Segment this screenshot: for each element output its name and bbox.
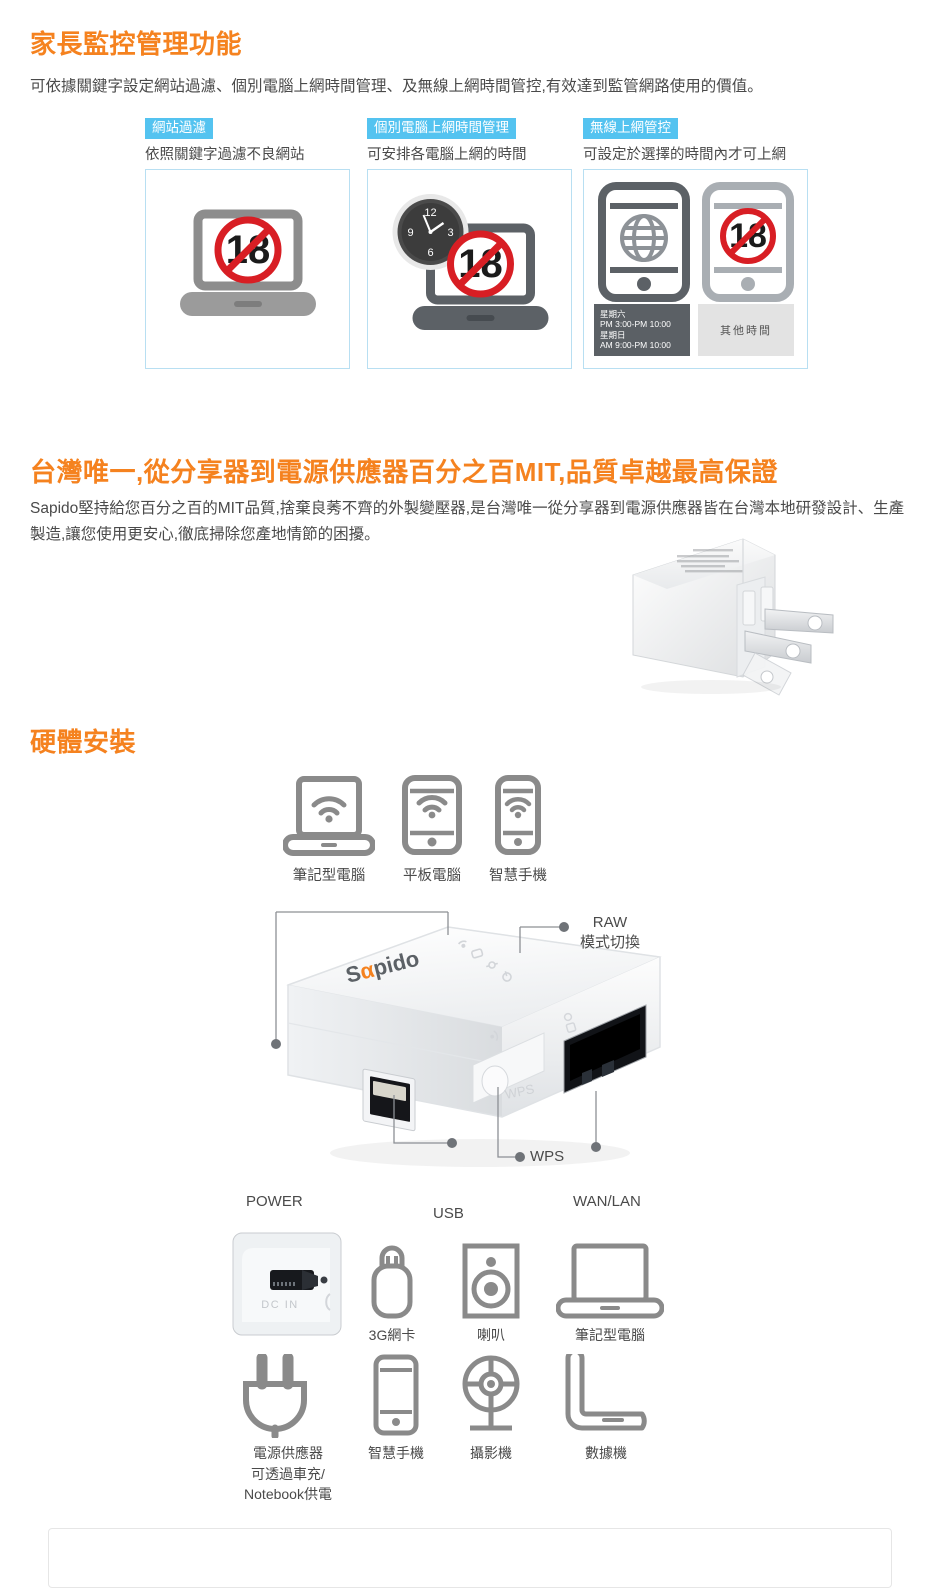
router-photo-with-callouts: Sαpido (271, 911, 662, 1167)
tablet-wifi-icon (402, 775, 462, 855)
panel-website-filter: 網站過濾 依照關鍵字過濾不良網站 18 (145, 118, 350, 369)
accessory-sublabel-1: 可透過車充/ (251, 1465, 325, 1482)
accessory-label: 數據機 (585, 1445, 627, 1461)
accessory-label: 電源供應器 (253, 1445, 323, 1461)
parental-section-title: 家長監控管理功能 (30, 29, 243, 59)
accessory-ip-camera: 攝影機 (456, 1354, 526, 1463)
ip-camera-icon (462, 1355, 520, 1431)
accessory-sublabel-2: Notebook供電 (244, 1485, 332, 1502)
panel-caption: 依照關鍵字過濾不良網站 (145, 146, 305, 163)
svg-text:DC IN: DC IN (261, 1299, 298, 1311)
panel-illustration-box: 18 星期六 PM 3:00-PM 10:00 星期日 AM 9:00-PM 1… (583, 168, 808, 369)
accessory-modem: 數據機 (556, 1354, 656, 1463)
hardware-section-title: 硬體安裝 (30, 727, 137, 757)
parental-section-lead: 可依據關鍵字設定網站過濾、個別電腦上網時間管理、及無線上網時間管控,有效達到監管… (30, 78, 763, 95)
schedule-time-1: PM 3:00-PM 10:00 (600, 319, 671, 330)
smartphone-wifi-icon (495, 775, 541, 855)
panel-pc-time-management: 個別電腦上網時間管理 可安排各電腦上網的時間 12 3 6 (367, 118, 572, 369)
callout-power: POWER (246, 1193, 303, 1210)
accessory-speaker: 喇叭 (460, 1242, 522, 1345)
power-plug-icon (243, 1354, 307, 1438)
laptop-icon (556, 1243, 664, 1319)
bottom-content-box (48, 1528, 892, 1588)
panel-caption: 可安排各電腦上網的時間 (367, 146, 527, 163)
client-device-label: 筆記型電腦 (292, 868, 366, 884)
callout-usb: USB (433, 1205, 464, 1222)
callout-raw-line2: 模式切換 (580, 933, 641, 951)
accessory-power-supply: 電源供應器 可透過車充/ Notebook供電 (240, 1354, 336, 1504)
accessory-label: 喇叭 (477, 1327, 505, 1343)
callout-raw-line1: RAW (592, 914, 628, 931)
panel-caption: 可設定於選擇的時間內才可上網 (583, 146, 786, 163)
panel-badge: 無線上網管控 (583, 118, 678, 139)
modem-icon (565, 1354, 647, 1431)
speaker-icon (462, 1243, 520, 1319)
schedule-day-1: 星期六 (600, 308, 626, 319)
callout-wps: WPS (530, 1148, 565, 1165)
svg-text:6: 6 (427, 247, 433, 259)
accessory-laptop: 筆記型電腦 (556, 1242, 664, 1345)
schedule-blocked-box: 其他時間 (698, 303, 794, 356)
mit-section-lead: Sapido堅持給您百分之百的MIT品質,捨棄良莠不齊的外製變壓器,是台灣唯一從… (30, 500, 905, 544)
panel-badge: 網站過濾 (145, 118, 213, 139)
power-adapter-photo (632, 538, 834, 696)
schedule-day-2: 星期日 (600, 329, 626, 340)
schedule-time-2: AM 9:00-PM 10:00 (600, 340, 671, 351)
accessory-dc-in: DC IN (232, 1232, 342, 1336)
svg-text:3: 3 (447, 227, 453, 239)
panel-illustration-box: 12 3 6 9 18 (367, 168, 572, 369)
client-devices-row: 筆記型電腦 平板電腦 (283, 775, 547, 885)
callout-wan-lan: WAN/LAN (573, 1193, 641, 1210)
accessories-grid: DC IN 3G網卡 喇叭 (222, 1232, 712, 1532)
panel-wireless-control: 無線上網管控 可設定於選擇的時間內才可上網 (583, 118, 808, 369)
dc-in-port-photo: DC IN (232, 1232, 342, 1336)
client-device-laptop: 筆記型電腦 (283, 775, 375, 885)
svg-text:12: 12 (424, 207, 436, 219)
client-device-label: 平板電腦 (403, 868, 461, 884)
clock-laptop-blocked-18-icon: 12 3 6 9 18 (392, 193, 548, 330)
schedule-allowed-box: 星期六 PM 3:00-PM 10:00 星期日 AM 9:00-PM 10:0… (594, 303, 690, 356)
panel-badge: 個別電腦上網時間管理 (367, 118, 516, 139)
usb-dongle-icon (371, 1245, 413, 1319)
tablet-globe-and-tablet-blocked-icon: 18 (598, 181, 794, 302)
router-diagram: Sαpido (230, 895, 710, 1240)
product-page: 家長監控管理功能 可依據關鍵字設定網站過濾、個別電腦上網時間管理、及無線上網時間… (30, 29, 905, 1588)
accessory-label: 3G網卡 (368, 1327, 416, 1343)
client-device-tablet: 平板電腦 (401, 775, 463, 885)
callout-raw-mode: RAW 模式切換 (580, 913, 640, 952)
svg-text:9: 9 (407, 227, 413, 239)
accessory-label: 智慧手機 (368, 1445, 424, 1461)
accessory-label: 筆記型電腦 (575, 1327, 645, 1343)
laptop-wifi-icon (283, 776, 375, 856)
accessory-smartphone: 智慧手機 (368, 1354, 424, 1463)
panel-illustration-box: 18 (145, 168, 350, 369)
accessory-3g-dongle: 3G網卡 (368, 1242, 416, 1345)
client-device-label: 智慧手機 (489, 868, 547, 884)
wps-print-label: WPS (504, 1081, 536, 1102)
schedule-row: 星期六 PM 3:00-PM 10:00 星期日 AM 9:00-PM 10:0… (594, 303, 794, 356)
smartphone-icon (373, 1354, 419, 1436)
laptop-blocked-18-icon: 18 (179, 209, 316, 316)
client-device-phone: 智慧手機 (489, 775, 547, 885)
mit-section-title: 台灣唯一,從分享器到電源供應器百分之百MIT,品質卓越最高保證 (30, 457, 778, 487)
accessory-label: 攝影機 (470, 1445, 512, 1461)
